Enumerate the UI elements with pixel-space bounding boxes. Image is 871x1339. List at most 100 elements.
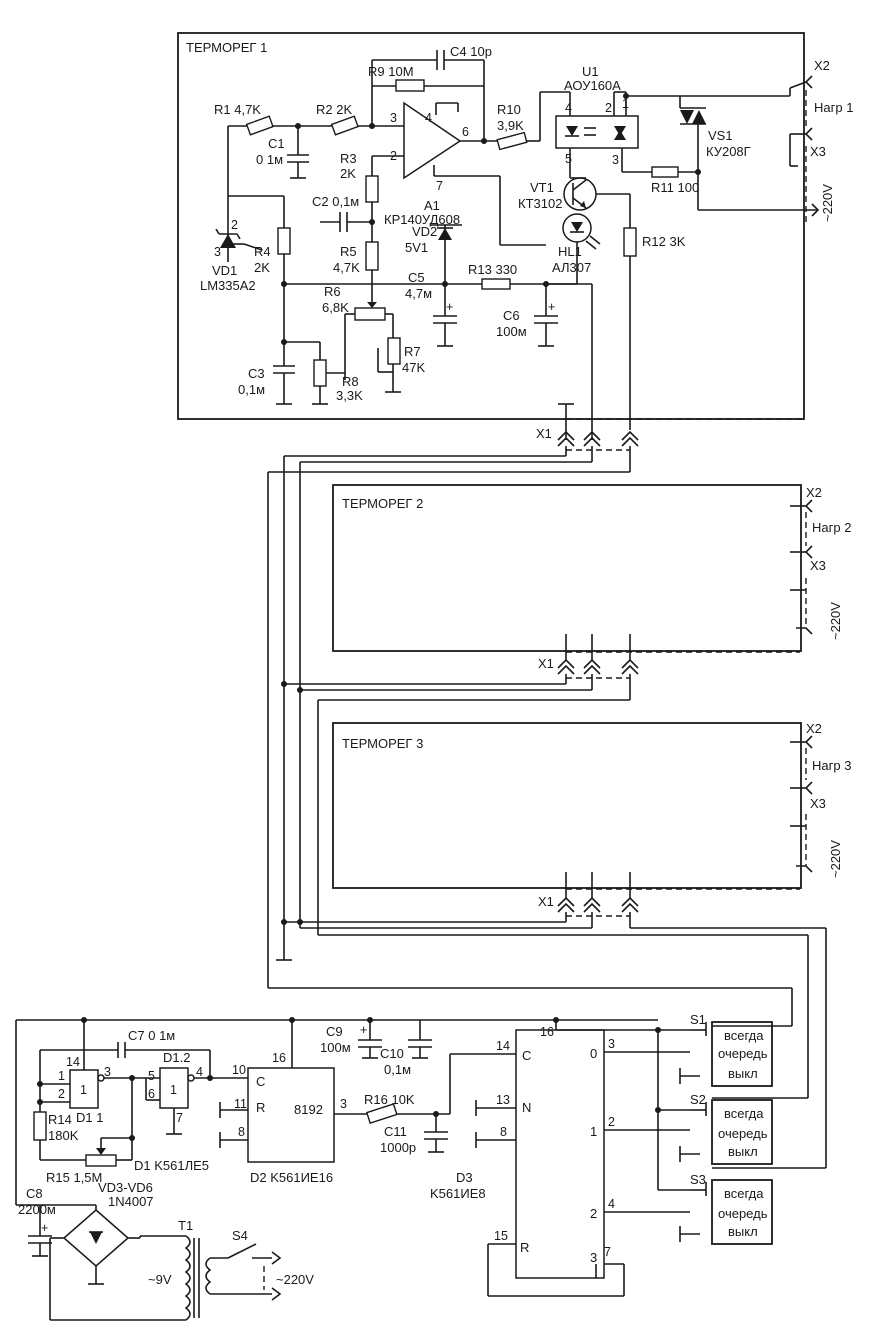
r13-resistor [481,278,511,290]
svg-text:2K: 2K [340,166,356,181]
thermoreg-1-title: ТЕРМОРЕГ 1 [186,40,267,55]
svg-text:2: 2 [58,1087,65,1101]
a1-label: A1 [424,198,440,213]
svg-text:3,3K: 3,3K [336,388,363,403]
t1-transformer: T1 ~9V [140,1218,212,1321]
svg-text:8: 8 [238,1125,245,1139]
svg-text:+: + [548,300,555,314]
thermoreg-2-frame [332,484,802,652]
svg-text:4: 4 [425,111,432,125]
vd3-vd6-bridge-rectifier: VD3-VD6 1N4007 [40,1180,186,1321]
thermoreg-2-title: ТЕРМОРЕГ 2 [342,496,423,511]
svg-text:11: 11 [234,1097,247,1111]
svg-text:3: 3 [390,111,397,125]
thermoreg-1-frame [177,32,805,420]
r9-resistor [395,79,425,92]
svg-text:C2 0,1м: C2 0,1м [312,194,359,209]
svg-text:X3: X3 [810,144,826,159]
svg-text:1: 1 [170,1083,177,1097]
svg-text:Нагр 3: Нагр 3 [812,758,851,773]
svg-text:выкл: выкл [728,1144,758,1159]
d1-1-nor-gate: 1 14 1 2 3 D1 1 [58,1055,111,1125]
svg-text:R8: R8 [342,374,359,389]
svg-text:всегда: всегда [724,1028,764,1043]
d1-1-label: D1 1 [76,1110,103,1125]
vd1-label: VD1 [212,263,237,278]
svg-text:R5: R5 [340,244,357,259]
svg-text:X1: X1 [538,894,554,909]
svg-text:0: 0 [590,1046,597,1061]
svg-text:C11: C11 [384,1124,407,1139]
svg-text:+: + [446,300,453,314]
vs1-triac: VS1 КУ208Г [680,88,791,210]
svg-text:4: 4 [565,101,572,115]
svg-text:~220V: ~220V [828,840,843,878]
r14-resistor [33,1111,47,1141]
controller-section: 1 14 1 2 3 D1 1 C7 0 1м R14 180K [15,1012,773,1321]
r15-potentiometer [85,1154,117,1167]
svg-text:7: 7 [604,1245,611,1259]
svg-text:очередь: очередь [718,1046,768,1061]
svg-text:5V1: 5V1 [405,240,428,255]
r1-resistor [245,115,274,136]
svg-text:47K: 47K [402,360,425,375]
d2-counter-ic: C R 8192 16 10 11 8 3 D2 K561ИЕ16 [232,1051,347,1185]
svg-text:X1: X1 [536,426,552,441]
svg-text:X2: X2 [806,721,822,736]
svg-text:N: N [522,1100,531,1115]
svg-text:S3: S3 [690,1172,706,1187]
r10-resistor [496,131,528,151]
thermoreg-1-outputs: X2 Нагр 1 X3 ~220V [789,58,853,222]
svg-text:2: 2 [590,1206,597,1221]
svg-text:4,7м: 4,7м [405,286,432,301]
svg-text:C: C [522,1048,531,1063]
svg-text:всегда: всегда [724,1106,764,1121]
svg-text:Нагр 2: Нагр 2 [812,520,851,535]
r2-resistor [330,115,359,136]
svg-text:~220V: ~220V [820,184,835,222]
svg-text:7: 7 [436,179,443,193]
svg-text:3: 3 [612,153,619,167]
svg-text:C10: C10 [380,1046,404,1061]
r12-resistor [623,227,637,257]
svg-text:выкл: выкл [728,1066,758,1081]
svg-text:R1 4,7K: R1 4,7K [214,102,261,117]
r3-resistor [365,175,379,203]
svg-text:R12 3K: R12 3K [642,234,686,249]
svg-text:S1: S1 [690,1012,706,1027]
svg-text:R14: R14 [48,1112,72,1127]
svg-text:1: 1 [590,1124,597,1139]
svg-text:выкл: выкл [728,1224,758,1239]
svg-text:100м: 100м [320,1040,351,1055]
vt1-label: VT1 [530,180,554,195]
r16-resistor [365,1103,398,1124]
svg-text:R: R [520,1240,529,1255]
svg-text:7: 7 [176,1111,183,1125]
u1-type: АОУ160А [564,78,621,93]
svg-text:R7: R7 [404,344,421,359]
svg-text:3: 3 [608,1037,615,1051]
vt1-transistor: VT1 КТ3102 [518,177,631,228]
svg-text:5: 5 [565,152,572,166]
a1-type: КР140УД608 [384,212,460,227]
d1-2-label: D1.2 [163,1050,190,1065]
svg-text:R11 100: R11 100 [651,180,699,195]
vd1-type: LM335A2 [200,278,256,293]
svg-text:R: R [256,1100,265,1115]
svg-text:C: C [256,1074,265,1089]
svg-text:2: 2 [231,218,238,232]
svg-text:14: 14 [66,1055,80,1069]
svg-text:C1: C1 [268,136,285,151]
svg-text:6,8K: 6,8K [322,300,349,315]
svg-text:T1: T1 [178,1218,193,1233]
svg-text:~220V: ~220V [828,602,843,640]
svg-text:X3: X3 [810,558,826,573]
svg-text:10: 10 [232,1063,246,1077]
d1-2-nor-gate: 1 D1.2 5 6 4 7 [148,1050,203,1125]
svg-text:C7 0 1м: C7 0 1м [128,1028,175,1043]
svg-text:X1: X1 [538,656,554,671]
svg-text:13: 13 [496,1093,510,1107]
s1-mode-switch: S1 всегда очередь выкл [690,1012,773,1087]
d1-type: D1 K561ЛЕ5 [134,1158,209,1173]
thermoreg-3-title: ТЕРМОРЕГ 3 [342,736,423,751]
